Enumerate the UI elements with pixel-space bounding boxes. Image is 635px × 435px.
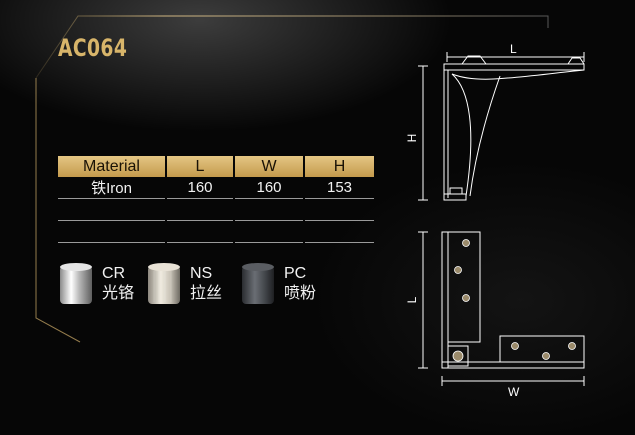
finish-option-ns: NS 拉丝	[146, 262, 222, 306]
cell-height: 153	[303, 177, 374, 199]
brushed-swatch-icon	[148, 263, 180, 304]
finish-name: 光铬	[102, 285, 135, 302]
spec-table-header-row: Material L W H	[58, 156, 374, 177]
finish-option-cr: CR 光铬	[58, 262, 134, 306]
header-height: H	[303, 156, 374, 177]
cell-height	[303, 198, 374, 221]
product-code: AC064	[58, 34, 128, 62]
powder-coat-swatch-icon	[242, 263, 274, 304]
cell-material: 铁Iron	[58, 177, 166, 199]
chrome-swatch-icon	[60, 263, 92, 304]
table-row	[58, 220, 374, 243]
finish-code: NS	[190, 265, 213, 282]
header-length: L	[165, 156, 234, 177]
header-material: Material	[58, 156, 166, 177]
top-width-label: W	[508, 385, 520, 399]
finish-code: CR	[102, 265, 126, 282]
finish-option-pc: PC 喷粉	[240, 262, 316, 306]
finish-code: PC	[284, 265, 307, 282]
cell-length	[165, 198, 234, 221]
cell-width	[233, 198, 304, 221]
side-length-label: L	[510, 42, 517, 56]
cell-height	[303, 220, 374, 243]
header-width: W	[233, 156, 304, 177]
top-length-label: L	[405, 296, 419, 303]
cell-length: 160	[165, 177, 234, 199]
spec-table: Material L W H 铁Iron 160 160 153	[58, 156, 374, 243]
cell-material	[58, 198, 166, 221]
finish-name: 喷粉	[284, 285, 317, 302]
side-height-label: H	[405, 134, 419, 143]
table-row	[58, 198, 374, 221]
table-row: 铁Iron 160 160 153	[58, 177, 374, 199]
cell-length	[165, 220, 234, 243]
cell-width: 160	[233, 177, 304, 199]
cell-material	[58, 220, 166, 243]
cell-width	[233, 220, 304, 243]
finish-name: 拉丝	[190, 285, 223, 302]
